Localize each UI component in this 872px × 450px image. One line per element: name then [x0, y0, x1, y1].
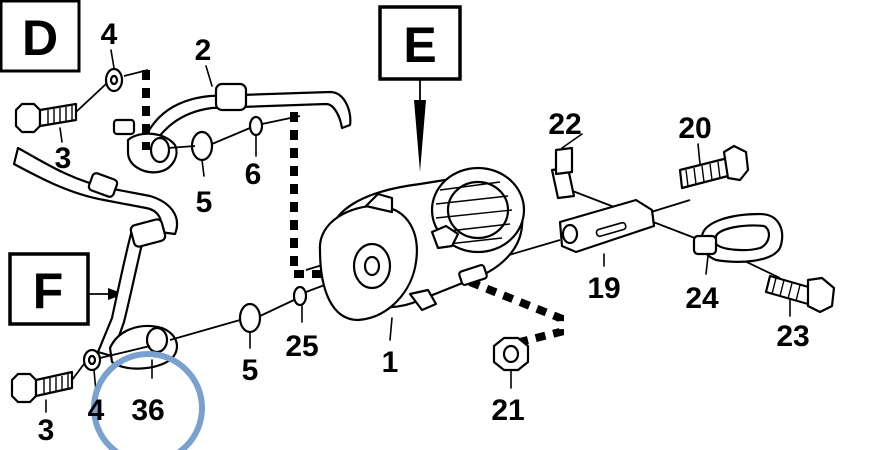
section-e-arrow — [414, 100, 426, 172]
callout-labels: 4 2 3 5 6 22 20 19 24 23 25 5 1 21 36 4 … — [38, 18, 810, 447]
callout-4-bottom: 4 — [88, 394, 105, 427]
bracket-19 — [558, 198, 656, 254]
bolt-3-bottom — [10, 370, 74, 404]
compressor-body — [318, 166, 526, 322]
washer-4-bottom — [82, 348, 102, 372]
assembly-axes — [71, 69, 781, 381]
leader-lines — [45, 49, 791, 413]
callout-24: 24 — [685, 282, 719, 315]
o-ring-5-bottom — [238, 302, 262, 334]
section-e-label: E — [403, 17, 436, 73]
section-f-arrow — [108, 288, 124, 300]
callout-1: 1 — [382, 346, 399, 379]
bolt-3-top — [14, 102, 78, 134]
bolt-20 — [678, 144, 750, 190]
section-f-box: F — [8, 252, 124, 326]
callout-5-bottom: 5 — [242, 354, 259, 387]
callout-2: 2 — [195, 34, 212, 67]
highlight-circle — [91, 351, 205, 450]
callout-3-bottom: 3 — [38, 414, 55, 447]
clamp-24 — [692, 212, 784, 263]
o-ring-6 — [248, 115, 264, 137]
callout-22: 22 — [548, 108, 581, 141]
nut-21 — [492, 336, 530, 372]
callout-21: 21 — [491, 394, 524, 427]
callout-23: 23 — [776, 320, 809, 353]
bolt-23 — [764, 274, 836, 314]
section-d-label: D — [22, 10, 58, 66]
callout-20: 20 — [678, 112, 711, 145]
callout-6: 6 — [245, 158, 262, 191]
callout-3-top: 3 — [55, 142, 72, 175]
section-d-box: D — [0, 0, 81, 73]
callout-5-top: 5 — [196, 186, 213, 219]
washer-4-top — [104, 67, 124, 93]
o-ring-25 — [292, 285, 308, 307]
section-f-label: F — [33, 263, 64, 319]
dashed-connectors — [142, 70, 564, 346]
callout-4-top: 4 — [101, 18, 118, 51]
callout-25: 25 — [285, 330, 318, 363]
section-e-box: E — [378, 5, 462, 172]
callout-19: 19 — [587, 272, 620, 305]
callout-36: 36 — [131, 394, 164, 427]
hose-assembly — [12, 82, 352, 370]
bracket-22 — [550, 146, 576, 200]
